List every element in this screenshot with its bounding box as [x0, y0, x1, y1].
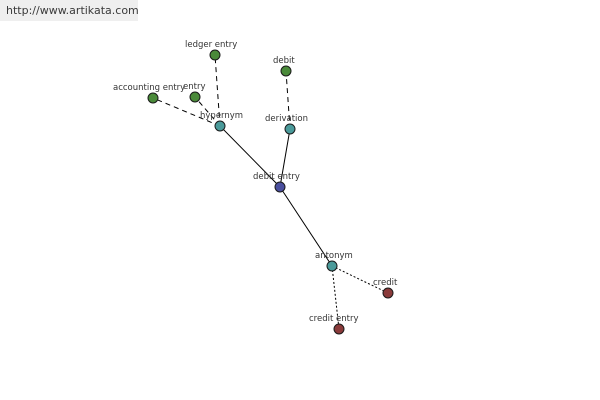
graph-nodes: debit entry hypernym derivation antonym ledg…: [113, 40, 398, 335]
node-circle-ledger-entry[interactable]: [209, 49, 221, 61]
edge-hypernym-to-ledger-entry: [214, 54, 221, 127]
edge-debit-entry-to-antonym: [279, 186, 333, 267]
edge-debit-entry-to-hypernym: [219, 125, 281, 188]
edge-debit-entry-to-derivation: [279, 128, 291, 188]
node-circle-entry[interactable]: [189, 91, 201, 103]
node-label-credit-entry[interactable]: credit entry: [309, 314, 358, 324]
node-ledger-entry[interactable]: ledger entry: [185, 40, 237, 61]
node-label-credit[interactable]: credit: [373, 278, 398, 288]
edge-hypernym-to-accounting-entry: [152, 97, 221, 127]
node-label-entry[interactable]: entry: [183, 82, 205, 92]
node-circle-hypernym[interactable]: [214, 120, 226, 132]
node-circle-debit-entry[interactable]: [274, 181, 286, 193]
node-circle-debit[interactable]: [280, 65, 292, 77]
node-accounting-entry[interactable]: accounting entry: [113, 83, 185, 104]
node-circle-credit[interactable]: [382, 287, 394, 299]
node-circle-derivation[interactable]: [284, 123, 296, 135]
node-label-debit[interactable]: debit: [273, 56, 295, 66]
node-credit-entry[interactable]: credit entry: [309, 314, 358, 335]
edge-antonym-to-credit-entry: [331, 265, 340, 330]
url-banner: http://www.artikata.com: [0, 0, 139, 21]
edge-derivation-to-debit: [285, 70, 291, 130]
node-hypernym[interactable]: hypernym: [200, 111, 243, 132]
node-circle-accounting-entry[interactable]: [147, 92, 159, 104]
graph-edges: [152, 54, 389, 330]
edge-hypernym-to-entry: [194, 96, 221, 127]
site-url-link[interactable]: http://www.artikata.com: [6, 4, 139, 17]
node-label-ledger-entry[interactable]: ledger entry: [185, 40, 237, 50]
node-antonym[interactable]: antonym: [315, 251, 353, 272]
node-label-antonym[interactable]: antonym: [315, 251, 353, 261]
node-circle-credit-entry[interactable]: [333, 323, 345, 335]
node-label-accounting-entry[interactable]: accounting entry: [113, 83, 185, 93]
node-label-derivation[interactable]: derivation: [265, 114, 308, 124]
node-label-debit-entry[interactable]: debit entry: [253, 172, 300, 182]
node-entry[interactable]: entry: [183, 82, 205, 103]
node-label-hypernym[interactable]: hypernym: [200, 111, 243, 121]
node-credit[interactable]: credit: [373, 278, 398, 299]
node-debit[interactable]: debit: [273, 56, 295, 77]
node-derivation[interactable]: derivation: [265, 114, 308, 135]
node-debit-entry[interactable]: debit entry: [253, 172, 300, 193]
node-circle-antonym[interactable]: [326, 260, 338, 272]
